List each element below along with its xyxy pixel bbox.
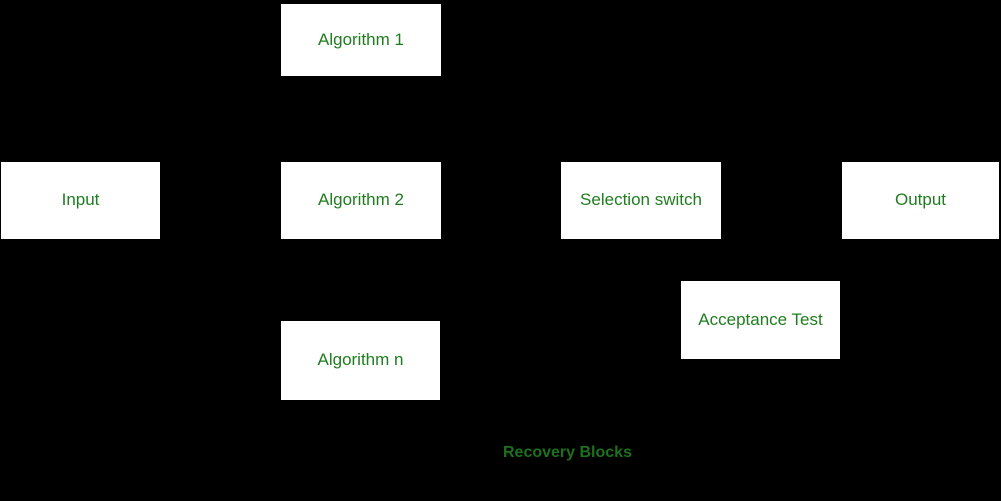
node-label-selection-switch: Selection switch [580, 190, 702, 210]
node-acceptance-test: Acceptance Test [681, 281, 840, 359]
node-algorithm-n: Algorithm n [281, 321, 440, 400]
node-label-output: Output [894, 190, 947, 210]
node-algorithm-1: Algorithm 1 [281, 4, 441, 76]
node-input: Input [1, 162, 160, 239]
node-label-acceptance-test: Acceptance Test [698, 309, 823, 329]
node-algorithm-2: Algorithm 2 [281, 162, 441, 239]
node-label-algorithm-2: Algorithm 2 [318, 190, 404, 210]
node-label-algorithm-n: Algorithm n [317, 350, 404, 370]
node-label-input: Input [61, 190, 100, 210]
node-label-algorithm-1: Algorithm 1 [318, 29, 404, 49]
diagram-caption: Recovery Blocks [503, 444, 632, 461]
node-output: Output [842, 162, 999, 239]
node-selection-switch: Selection switch [561, 162, 721, 239]
